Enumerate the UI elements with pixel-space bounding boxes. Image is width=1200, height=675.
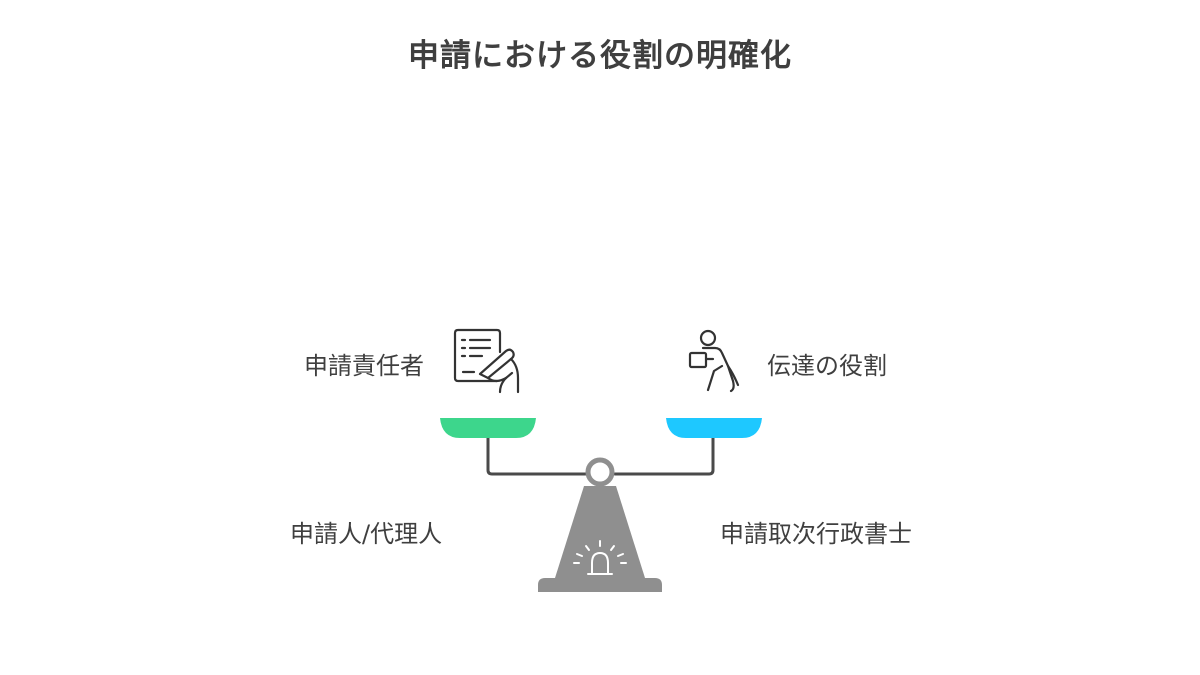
left-pan <box>440 418 536 438</box>
left-role-label: 申請責任者 <box>304 352 424 380</box>
pivot-ring <box>585 457 615 487</box>
scale-base <box>538 578 662 592</box>
alarm-light-icon <box>573 540 627 575</box>
page-title: 申請における役割の明確化 <box>408 38 792 74</box>
right-party-label: 申請取次行政書士 <box>720 520 912 548</box>
document-signing-icon <box>453 328 520 394</box>
scale-beam <box>486 436 715 476</box>
delivery-person-icon <box>688 329 740 393</box>
right-pan <box>666 418 762 438</box>
left-party-label: 申請人/代理人 <box>290 520 443 548</box>
fulcrum-stand <box>555 486 645 578</box>
right-role-label: 伝達の役割 <box>767 352 887 380</box>
